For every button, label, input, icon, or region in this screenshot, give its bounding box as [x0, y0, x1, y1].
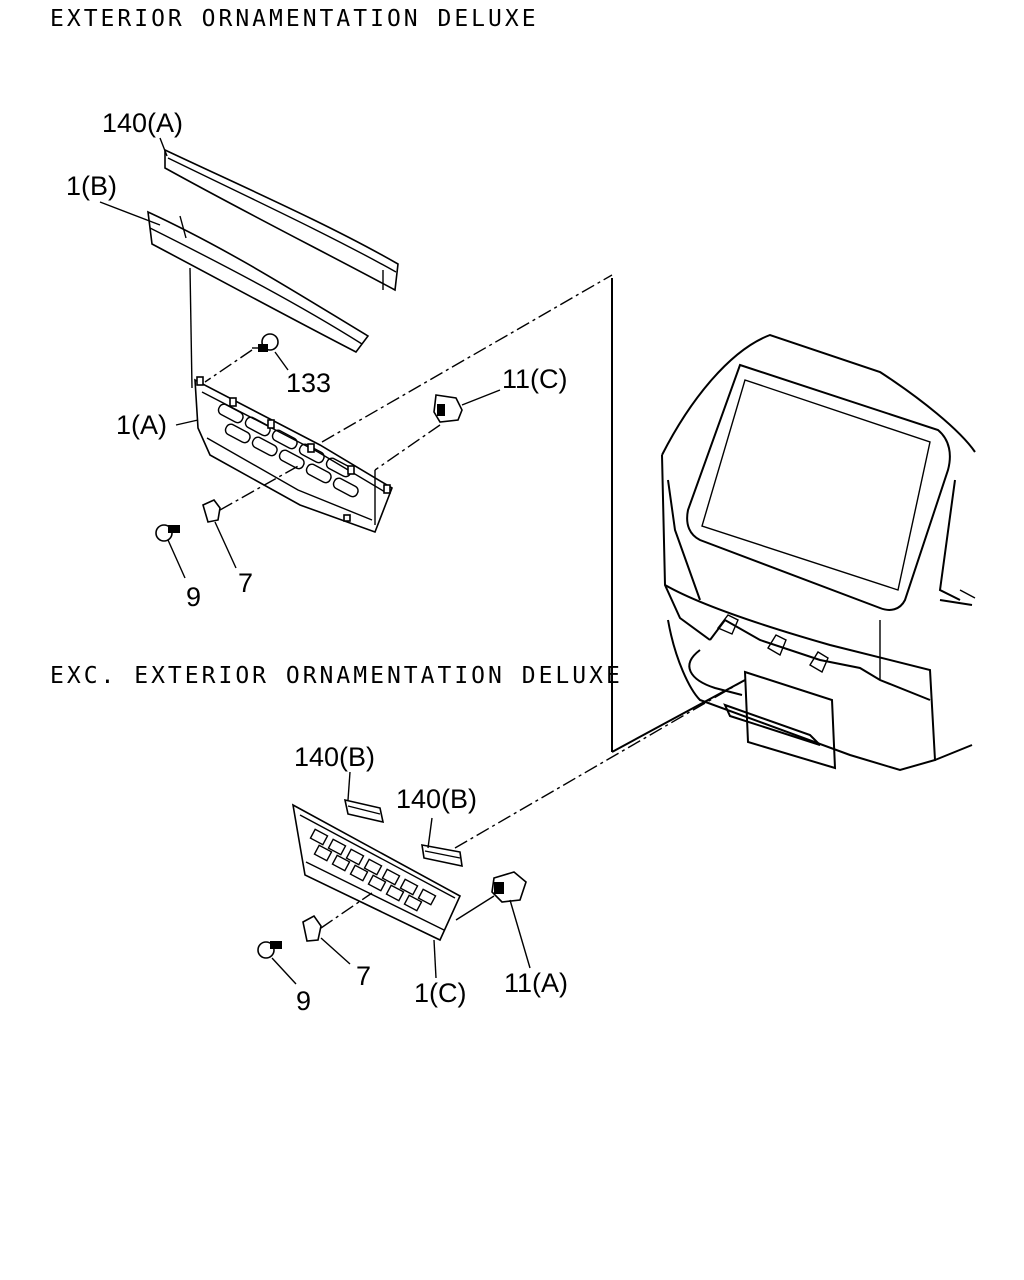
- clip-11a: [491, 871, 527, 903]
- grille-1a: [194, 376, 393, 534]
- callout-7-bottom: 7: [356, 961, 371, 991]
- screw-9-bottom: [257, 941, 282, 959]
- screw-9-top: [155, 524, 180, 542]
- callout-1a: 1(A): [116, 410, 167, 440]
- callout-140b-right: 140(B): [396, 784, 477, 814]
- callout-7-top: 7: [238, 568, 253, 598]
- callout-140b-left: 140(B): [294, 742, 375, 772]
- emblem-140b-right: [421, 844, 463, 868]
- clip-7-top: [202, 499, 221, 523]
- clip-11c: [433, 394, 463, 423]
- emblem-140b-left: [343, 798, 385, 824]
- moulding-strip-140a: [164, 148, 399, 292]
- callout-133: 133: [286, 368, 331, 398]
- section-title-exc-deluxe: EXC. EXTERIOR ORNAMENTATION DELUXE: [50, 663, 623, 689]
- garnish-panel-1b: [147, 210, 370, 354]
- callout-11a: 11(A): [504, 968, 568, 998]
- leader-line: [189, 267, 193, 389]
- grille-1c: [291, 803, 462, 942]
- section-title-deluxe: EXTERIOR ORNAMENTATION DELUXE: [50, 6, 539, 32]
- clip-7-bottom: [302, 914, 322, 942]
- callout-9-bottom: 9: [296, 986, 311, 1016]
- callout-11c: 11(C): [502, 364, 568, 394]
- callout-140a: 140(A): [102, 108, 183, 138]
- callout-9-top: 9: [186, 582, 201, 612]
- callout-1b: 1(B): [66, 171, 117, 201]
- screw-133: [252, 333, 279, 352]
- callout-1c: 1(C): [414, 978, 467, 1008]
- vehicle-rear: [661, 333, 976, 772]
